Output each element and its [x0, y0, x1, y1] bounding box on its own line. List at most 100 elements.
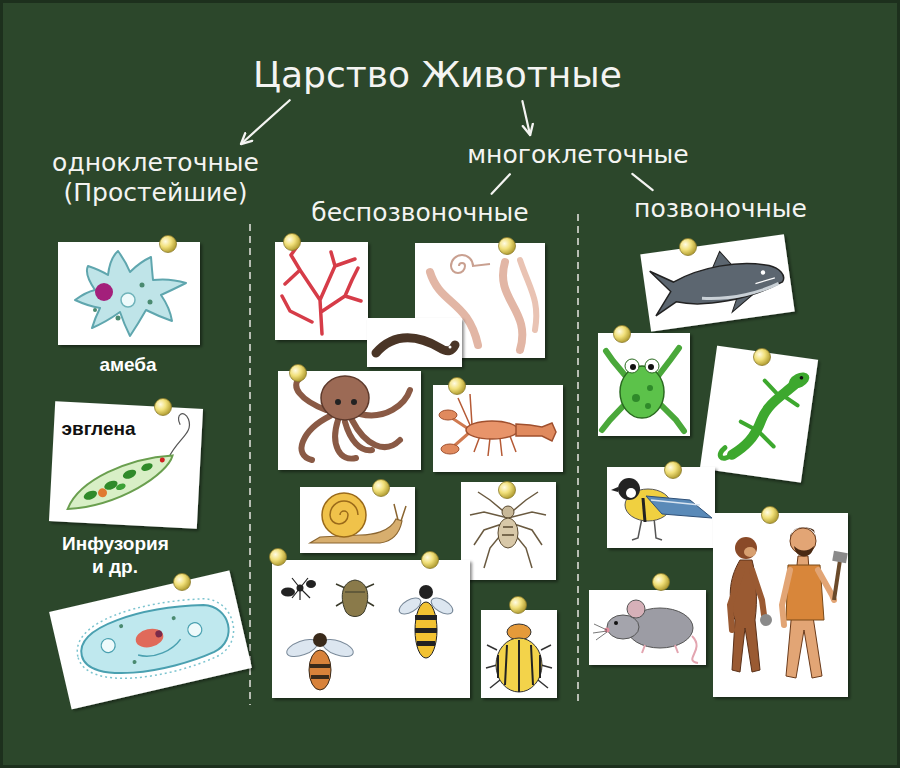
snail-card — [394, 504, 406, 521]
push-pin — [680, 239, 697, 256]
spider-card — [502, 527, 514, 535]
divider-line — [577, 214, 579, 705]
infusoria-card — [70, 588, 240, 692]
ape-man-figure — [752, 570, 764, 615]
push-pin — [155, 399, 172, 416]
human-figure — [832, 551, 848, 563]
infusoria-card — [171, 616, 176, 621]
spider-card — [502, 506, 514, 518]
divider-line — [249, 224, 251, 705]
bug-icon — [345, 592, 365, 593]
organism-label: Инфузория и др. — [62, 533, 168, 579]
euglena-card — [98, 488, 107, 497]
shark-card — [755, 278, 775, 284]
octopus-card — [302, 416, 330, 460]
leech-card — [367, 318, 462, 367]
octopus-card — [335, 399, 341, 405]
euglena-card — [49, 401, 203, 529]
amoeba-card — [95, 283, 113, 301]
euglena-card — [168, 413, 190, 459]
crayfish-card — [433, 385, 563, 472]
human-figure — [794, 546, 814, 557]
heading-text: многоклеточные — [466, 140, 690, 170]
lizard-card — [700, 346, 818, 483]
push-pin — [665, 462, 682, 479]
bee-icon — [313, 633, 327, 647]
euglena-card — [122, 468, 138, 481]
bee-icon — [285, 633, 356, 690]
bug-icon — [336, 580, 374, 617]
infusoria-card — [119, 624, 124, 629]
subgroup-heading: позвоночные — [627, 192, 814, 226]
frog-card — [630, 364, 636, 370]
mouse-card — [589, 590, 706, 665]
push-pin — [762, 507, 779, 524]
ant-icon — [297, 585, 304, 592]
frog-card — [658, 402, 684, 431]
wasp-icon — [397, 585, 456, 658]
wasp-icon — [419, 585, 433, 599]
ape-man-figure — [735, 537, 757, 559]
snail-card — [322, 493, 366, 537]
frog-card — [598, 333, 690, 436]
ape-man-figure — [760, 614, 772, 626]
heading-text: позвоночные — [633, 194, 808, 224]
push-pin — [653, 574, 670, 591]
push-pin — [174, 574, 191, 591]
heading-text: Царство Животные — [252, 53, 623, 96]
human-figure — [790, 527, 816, 538]
push-pin — [155, 234, 779, 614]
push-pin — [449, 378, 466, 395]
euglena-card — [49, 401, 203, 529]
human-figure — [834, 560, 840, 600]
human-figure — [818, 570, 834, 600]
shark-card — [640, 234, 794, 331]
wasp-icon — [417, 641, 435, 646]
shark-card — [761, 270, 766, 275]
shark-card — [640, 234, 794, 331]
infusoria-card — [137, 639, 183, 659]
frog-card — [598, 333, 690, 436]
spider-card — [470, 492, 546, 568]
euglena-card — [115, 482, 127, 491]
infusoria-card — [132, 660, 137, 665]
octopus-card — [278, 371, 421, 470]
octopus-card — [321, 376, 369, 420]
heading-text: одноклеточные (Простейшие) — [52, 148, 259, 208]
euglena-card — [140, 462, 154, 473]
bee-icon — [311, 675, 329, 679]
octopus-card — [278, 371, 421, 470]
evolution-card — [713, 513, 848, 697]
mouse-card — [593, 624, 607, 640]
push-pin — [160, 236, 177, 253]
frog-card — [645, 359, 659, 373]
bug-icon — [342, 580, 367, 617]
push-pin — [499, 482, 516, 499]
frog-card — [632, 394, 640, 402]
snail-card — [300, 487, 415, 553]
push-pin — [499, 238, 516, 255]
wasp-icon — [415, 628, 437, 633]
amoeba-card — [93, 308, 97, 312]
leech-card — [376, 338, 455, 353]
branch-line — [492, 174, 510, 194]
human-figure — [782, 527, 848, 678]
ape-man-figure — [730, 537, 772, 672]
mouse-card — [692, 636, 698, 663]
leech-card — [367, 318, 462, 367]
mouse-card — [607, 615, 639, 639]
mouse-card — [589, 590, 706, 665]
amoeba-card — [58, 242, 200, 345]
coral-card — [282, 248, 361, 334]
group-heading: многоклеточные — [460, 138, 696, 172]
amoeba-card — [121, 293, 135, 307]
beetle-card — [481, 610, 557, 698]
crayfish-card — [433, 385, 563, 472]
divider-line — [250, 214, 578, 705]
mouse-card — [627, 600, 645, 618]
euglena-card — [68, 450, 173, 514]
